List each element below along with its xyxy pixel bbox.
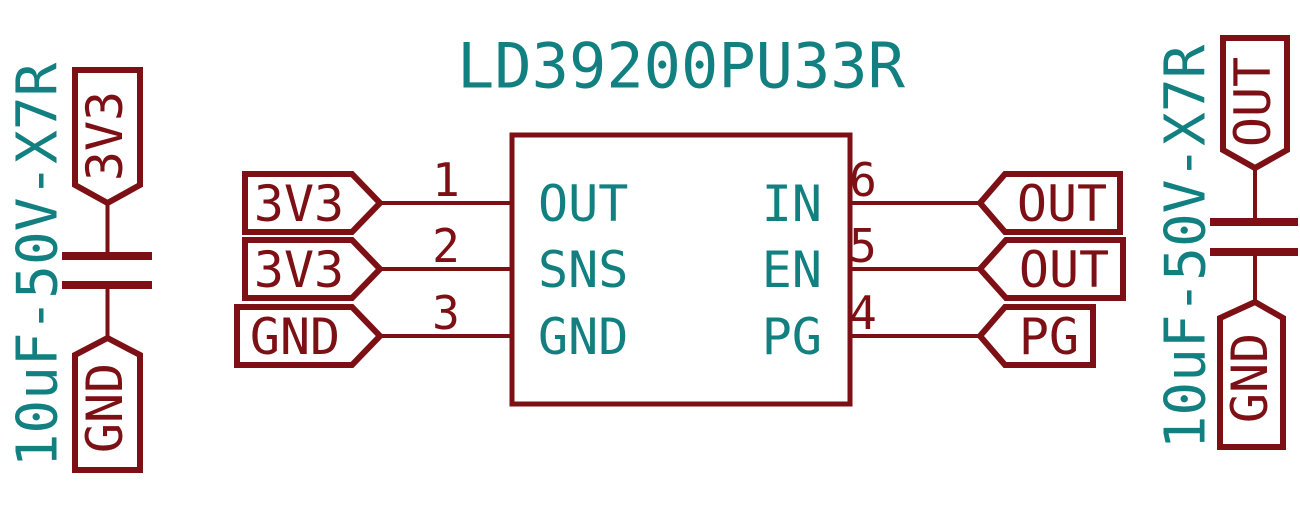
- right-capacitor-value-label[interactable]: 10uF-50V-X7R: [1154, 44, 1219, 449]
- ic-part-number-label[interactable]: LD39200PU33R: [457, 30, 906, 103]
- ic-pin-name-en: EN: [762, 241, 822, 299]
- net-label-pin4-pg[interactable]: PG: [976, 304, 1096, 368]
- right-cap-top-net-label-out[interactable]: OUT: [1220, 35, 1290, 172]
- left-capacitor-value-label[interactable]: 10uF-50V-X7R: [6, 62, 71, 467]
- net-label-flag: [975, 237, 1126, 301]
- ic-pin-name-out: OUT: [538, 175, 628, 233]
- net-label-text: GND: [250, 308, 340, 366]
- net-label-flag: [234, 304, 385, 368]
- left-cap-top-net-label-3v3[interactable]: 3V3: [72, 67, 143, 207]
- ic-pin-number-4: 4: [849, 286, 877, 340]
- right-cap-bottom-net-label-gnd[interactable]: GND: [1217, 298, 1286, 450]
- net-label-pin2-3v3[interactable]: 3V3: [242, 237, 385, 301]
- net-label-pin6-out[interactable]: OUT: [976, 171, 1123, 235]
- net-label-pin1-3v3[interactable]: 3V3: [242, 171, 385, 235]
- net-label-text: GND: [76, 363, 134, 453]
- net-label-text: GND: [1221, 333, 1279, 423]
- net-label-text: PG: [1019, 308, 1079, 366]
- net-label-pin5-out[interactable]: OUT: [975, 237, 1126, 301]
- ic-pin-number-3: 3: [432, 286, 460, 340]
- net-label-text: 3V3: [254, 175, 344, 233]
- ic-pin-name-sns: SNS: [538, 241, 628, 299]
- net-label-flag: [1217, 298, 1286, 450]
- ic-pin-number-6: 6: [849, 153, 877, 207]
- net-label-text: 3V3: [254, 241, 344, 299]
- ic-pin-number-1: 1: [432, 153, 460, 207]
- right-capacitor-group: OUT GND 10uF-50V-X7R: [1154, 35, 1298, 450]
- net-label-flag: [1220, 35, 1290, 172]
- ic-body: [509, 132, 853, 407]
- left-cap-bottom-net-label-gnd[interactable]: GND: [72, 334, 143, 473]
- ic-pin-name-pg: PG: [762, 308, 822, 366]
- net-label-flag: [72, 67, 143, 207]
- ic-pin-number-5: 5: [849, 219, 877, 273]
- ic-pin-name-gnd: GND: [538, 308, 628, 366]
- net-label-text: OUT: [1017, 175, 1107, 233]
- net-label-flag: [242, 171, 385, 235]
- net-label-pin3-gnd[interactable]: GND: [234, 304, 385, 368]
- net-label-text: 3V3: [76, 91, 134, 181]
- left-capacitor-symbol[interactable]: [62, 252, 152, 289]
- net-label-flag: [72, 334, 143, 473]
- right-capacitor-symbol[interactable]: [1210, 218, 1298, 256]
- net-label-flag: [976, 171, 1123, 235]
- net-label-text: OUT: [1224, 57, 1282, 147]
- net-label-flag: [242, 237, 385, 301]
- ic-symbol[interactable]: OUT SNS GND IN EN PG 1 2 3 6 5 4: [432, 132, 877, 407]
- left-capacitor-group: 3V3 GND 10uF-50V-X7R: [6, 62, 152, 473]
- net-label-flag: [976, 304, 1096, 368]
- ic-pin-name-in: IN: [762, 175, 822, 233]
- ic-pin-number-2: 2: [432, 219, 460, 273]
- net-label-text: OUT: [1019, 241, 1109, 299]
